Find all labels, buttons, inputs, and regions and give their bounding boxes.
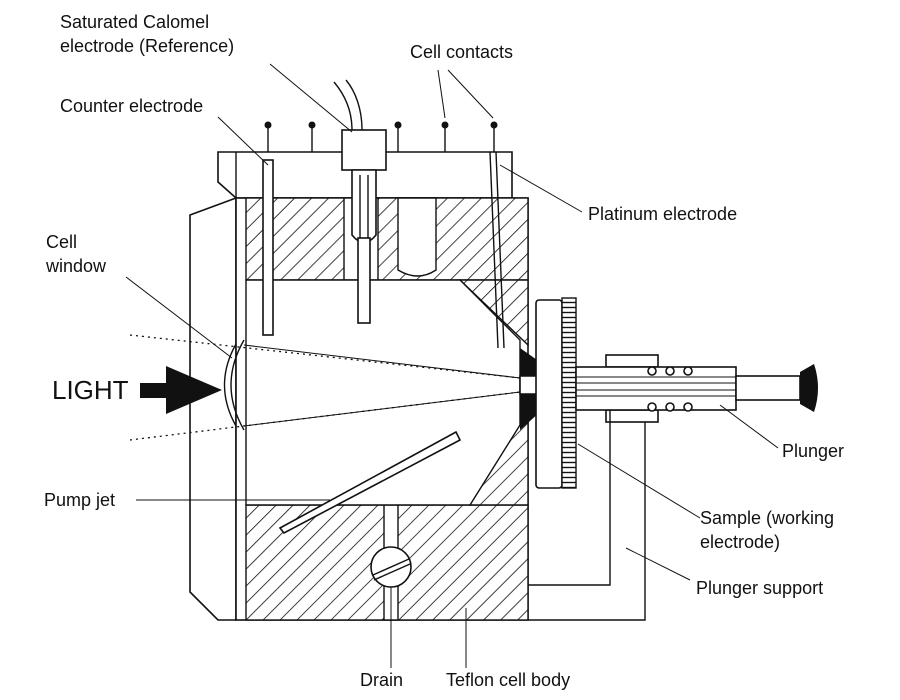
label-plunger-support: Plunger support <box>696 578 823 598</box>
label-light: LIGHT <box>52 375 129 405</box>
label-cell-window-line1: Cell <box>46 232 77 252</box>
drain-valve <box>370 546 412 588</box>
label-sample-line2: electrode) <box>700 532 780 552</box>
cell-window <box>223 339 245 431</box>
label-cell-window-line2: window <box>45 256 107 276</box>
label-cell-contacts: Cell contacts <box>410 42 513 62</box>
leader-lines <box>125 63 779 668</box>
light-beam <box>129 334 521 441</box>
plunger-support <box>528 410 646 621</box>
label-plunger: Plunger <box>782 441 844 461</box>
label-teflon-body: Teflon cell body <box>446 670 570 690</box>
counter-electrode-rod <box>262 159 274 336</box>
label-sample-line1: Sample (working <box>700 508 834 528</box>
cell-contact-pins <box>264 121 498 152</box>
label-calomel-line1: Saturated Calomel <box>60 12 209 32</box>
plunger <box>575 354 818 423</box>
label-counter-electrode: Counter electrode <box>60 96 203 116</box>
sample-holder-plate <box>535 297 577 489</box>
label-platinum-electrode: Platinum electrode <box>588 204 737 224</box>
calomel-electrode <box>333 79 387 324</box>
pump-jet <box>278 430 462 535</box>
label-calomel-line2: electrode (Reference) <box>60 36 234 56</box>
light-arrow-icon <box>140 366 222 414</box>
labels: Saturated Calomel electrode (Reference) … <box>44 12 844 690</box>
label-pump-jet: Pump jet <box>44 490 115 510</box>
label-drain: Drain <box>360 670 403 690</box>
platinum-electrode <box>489 151 505 349</box>
